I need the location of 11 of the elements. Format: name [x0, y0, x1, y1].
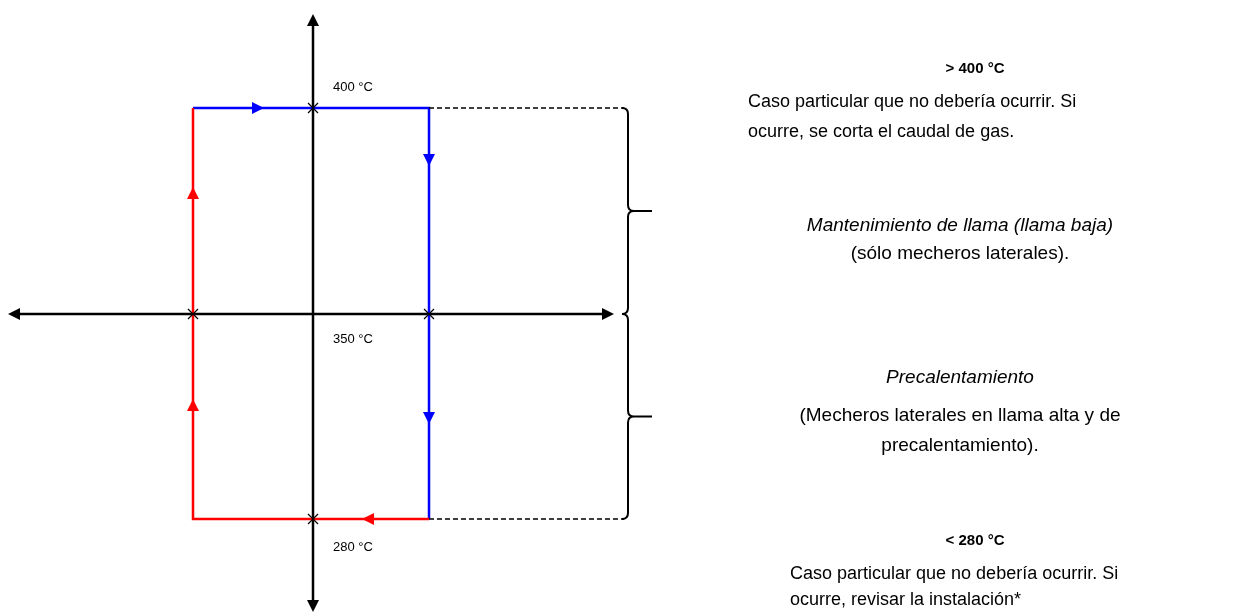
phase-description: (sólo mecheros laterales). [849, 241, 1071, 265]
note-text: Caso particular que no debería ocurrir. Si ocurre, se corta el caudal de gas. [748, 90, 1078, 143]
temperature-label: 350 °C [333, 330, 374, 347]
phase-title: Precalentamiento [885, 365, 1035, 389]
temperature-label: 400 °C [333, 78, 374, 95]
phase-description: (Mecheros laterales en llama alta y de precalentamiento). [798, 403, 1122, 457]
temperature-label: 280 °C [333, 538, 374, 555]
note-text: Caso particular que no debería ocurrir. Si ocurre, revisar la instalación* [790, 562, 1120, 611]
temperature-label: < 280 °C [944, 530, 1006, 550]
phase-title: Mantenimiento de llama (llama baja) [805, 213, 1115, 237]
temperature-label: > 400 °C [944, 58, 1006, 78]
